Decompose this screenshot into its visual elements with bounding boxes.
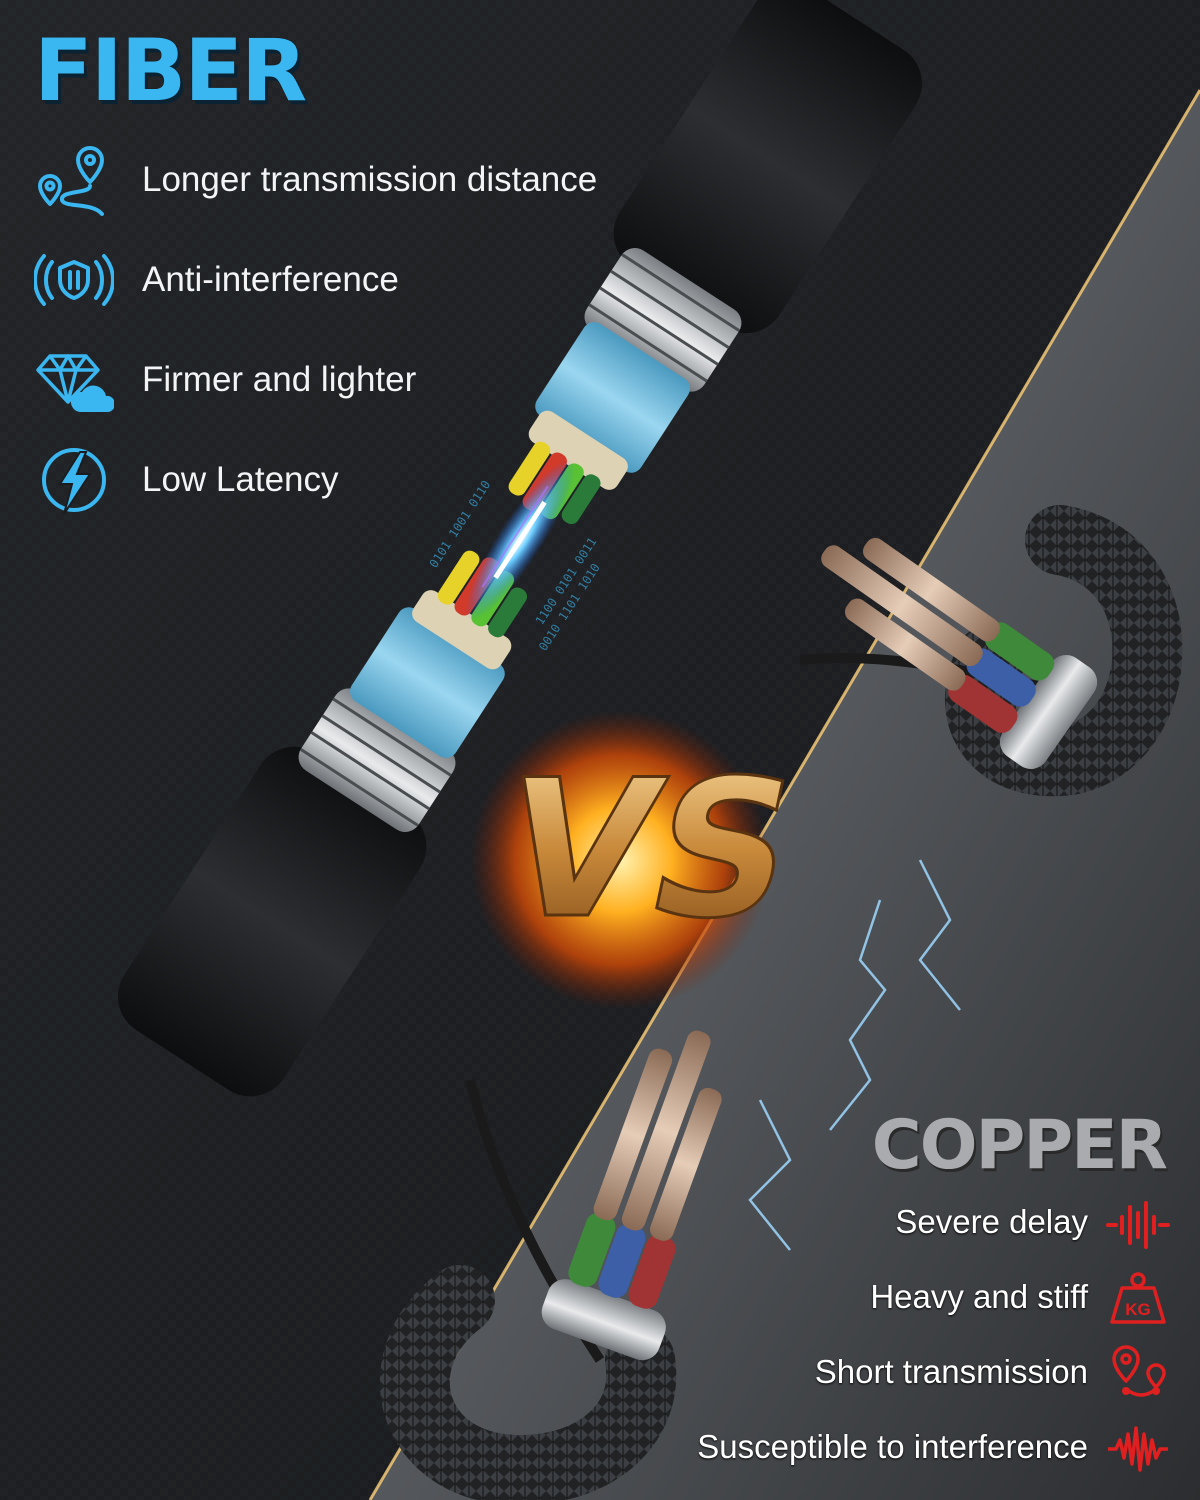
location-pins-icon (1112, 1345, 1166, 1397)
shield-signal-icon (34, 254, 114, 306)
fiber-feature-item: Low Latency (34, 440, 674, 540)
vs-emblem-text: VS (484, 740, 815, 961)
copper-title: COPPER (871, 1106, 1168, 1185)
copper-feature-label: Short transmission (814, 1353, 1088, 1390)
fiber-feature-item: Firmer and lighter (34, 340, 674, 440)
fiber-feature-item: Anti-interference (34, 240, 674, 340)
copper-feature-label: Susceptible to interference (697, 1428, 1088, 1465)
signal-delay-icon (1106, 1201, 1170, 1249)
copper-feature-item: Heavy and stiff KG (470, 1270, 1170, 1345)
route-pin-icon (38, 146, 104, 216)
copper-feature-label: Heavy and stiff (870, 1278, 1088, 1315)
fiber-feature-label: Anti-interference (142, 260, 399, 299)
kg-badge-text: KG (1125, 1300, 1151, 1319)
fiber-feature-label: Firmer and lighter (142, 360, 417, 399)
fiber-title: FIBER (34, 21, 307, 121)
lightning-icon (42, 448, 106, 515)
kg-weight-icon: KG (1110, 1272, 1166, 1324)
fiber-feature-label: Low Latency (142, 460, 339, 499)
interference-wave-icon (1108, 1426, 1168, 1472)
copper-feature-item: Susceptible to interference (470, 1420, 1170, 1495)
fiber-feature-label: Longer transmission distance (142, 160, 598, 199)
fiber-feature-list: Longer transmission distance Anti-interf… (34, 140, 674, 540)
copper-feature-list: Severe delay Heavy and stiff (470, 1195, 1170, 1495)
diamond-cloud-icon (36, 354, 114, 412)
copper-feature-item: Short transmission (470, 1345, 1170, 1420)
copper-feature-label: Severe delay (895, 1203, 1088, 1240)
fiber-feature-item: Longer transmission distance (34, 140, 674, 240)
copper-feature-item: Severe delay (470, 1195, 1170, 1270)
